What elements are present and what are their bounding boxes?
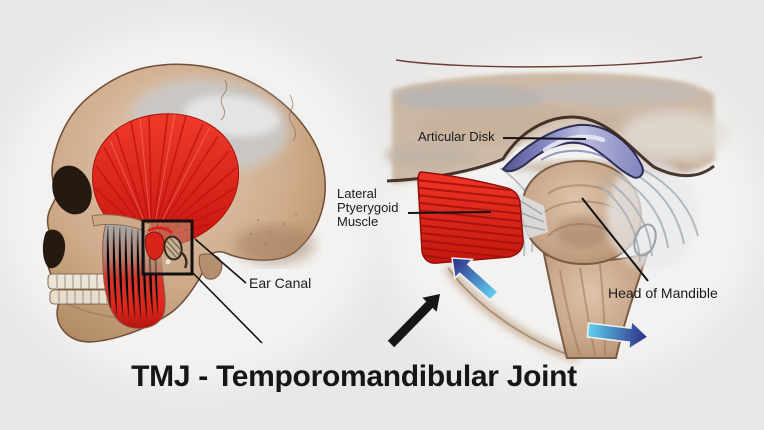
- ramus-anterior-border: [447, 267, 579, 359]
- tmj-region-detail: [144, 222, 191, 273]
- coronal-suture-line: [220, 79, 228, 121]
- tmj-closeup-illustration: [380, 50, 760, 380]
- ligament-loop: [633, 223, 657, 257]
- capsule-fibers-posterior: [597, 160, 699, 270]
- head-of-mandible-label: Head of Mandible: [608, 285, 718, 301]
- pterygoid-leader-line: [407, 211, 492, 214]
- bone-speckles: [250, 213, 297, 245]
- head-of-mandible-leader-line: [581, 197, 649, 282]
- lateral-pterygoid-shape: [417, 171, 548, 264]
- pterygoid-tendon: [508, 188, 548, 240]
- neck-striations: [559, 263, 606, 356]
- occipital-shading: [235, 225, 315, 265]
- nasal-aperture: [42, 229, 66, 269]
- lateral-pterygoid-label: Lateral Ptyerygoid Muscle: [337, 186, 399, 229]
- ear-canal-label: Ear Canal: [249, 275, 312, 291]
- lambdoid-suture-line: [288, 94, 296, 142]
- tmj-highlight-box: [141, 219, 194, 276]
- title-leader-line: [191, 271, 263, 344]
- eye-socket: [52, 165, 92, 215]
- skull-base-line: [395, 56, 703, 68]
- articular-disk-label: Articular Disk: [418, 129, 495, 144]
- diagram-title: TMJ - Temporomandibular Joint: [131, 360, 577, 393]
- direction-arrow-black: [387, 294, 440, 348]
- teeth: [47, 273, 115, 305]
- temporal-bone-band: [385, 56, 730, 184]
- motion-arrow-right: [586, 319, 650, 351]
- articular-disk-leader-line: [502, 137, 587, 140]
- motion-arrow-up-left: [451, 257, 500, 302]
- ear-canal-leader-line: [194, 238, 247, 284]
- glenoid-fossa-outline: [386, 115, 715, 183]
- skull-lateral-illustration: [0, 25, 380, 385]
